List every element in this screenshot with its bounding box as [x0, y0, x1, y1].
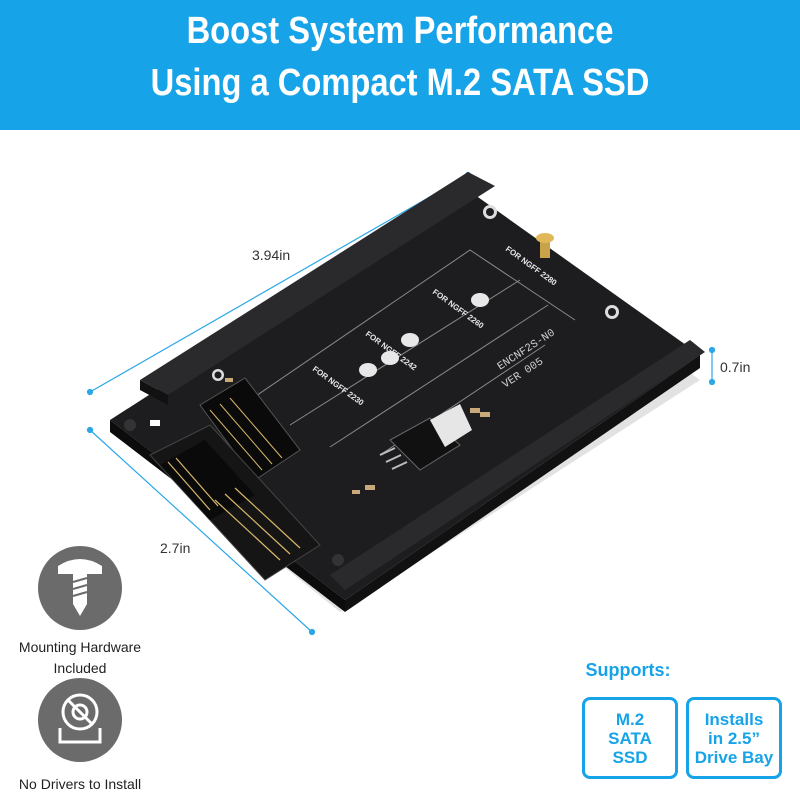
support-box-ssd: M.2 SATA SSD: [582, 697, 678, 779]
feature-mounting-hardware: Mounting Hardware Included: [0, 637, 165, 679]
feature-no-drivers-line1: No Drivers to Install: [18, 776, 142, 792]
support-bay-line2: in 2.5”: [708, 728, 760, 748]
supports-title: Supports:: [585, 660, 671, 680]
header-banner: Boost System Performance Using a Compact…: [0, 0, 800, 130]
no-driver-icon: [38, 678, 122, 762]
support-ssd-line3: SSD: [612, 747, 648, 767]
support-ssd-line2: SATA: [608, 728, 652, 748]
feature-mounting-line1: Mounting Hardware: [18, 639, 142, 655]
length-dimension: 3.94in: [252, 247, 291, 263]
support-bay-line1: Installs: [704, 709, 764, 729]
feature-no-drivers: No Drivers to Install: [0, 774, 165, 795]
support-bay-line3: Drive Bay: [694, 747, 774, 767]
banner-title-line2: Using a Compact M.2 SATA SSD: [150, 62, 650, 104]
feature-mounting-line2: Included: [53, 660, 107, 676]
screw-icon: [38, 546, 122, 630]
support-box-drive-bay: Installs in 2.5” Drive Bay: [686, 697, 782, 779]
banner-title-line1: Boost System Performance: [186, 10, 614, 52]
pcb-board: [110, 172, 705, 612]
width-dimension: 2.7in: [160, 540, 191, 556]
support-ssd-line1: M.2: [615, 709, 645, 729]
height-dimension: 0.7in: [720, 359, 751, 375]
